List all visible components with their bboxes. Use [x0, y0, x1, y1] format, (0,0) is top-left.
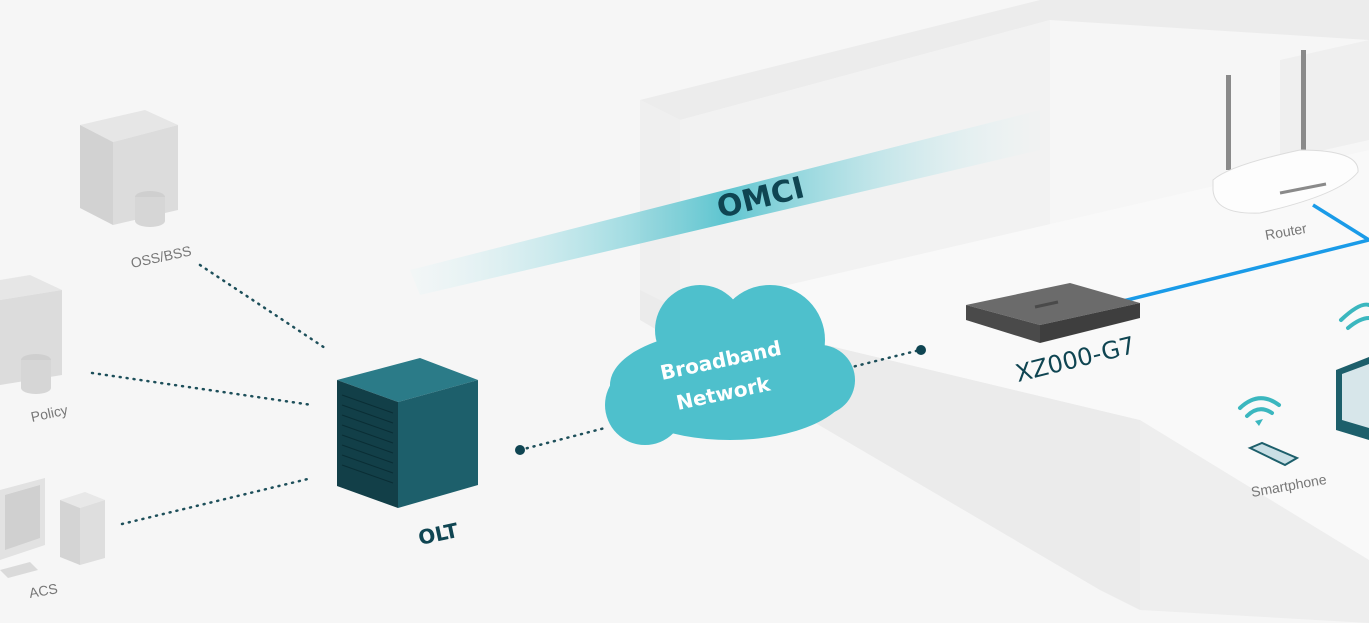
wifi-icon-dot — [1255, 419, 1263, 426]
link-acs-olt — [120, 476, 314, 526]
oss-bss-server-icon — [80, 110, 178, 227]
laptop-icon — [1336, 357, 1369, 440]
management-links — [90, 263, 922, 526]
acs-label: ACS — [28, 580, 59, 601]
olt-icon — [337, 358, 478, 508]
router-icon — [1212, 50, 1359, 214]
ont-device-icon — [966, 283, 1140, 343]
broadband-cloud-icon — [605, 285, 855, 445]
router-label: Router — [1264, 220, 1308, 243]
link-endpoint-dot — [515, 445, 525, 455]
smartphone-icon — [1247, 441, 1300, 467]
link-oss-olt — [198, 263, 327, 350]
link-endpoint-dot — [916, 345, 926, 355]
acs-computer-icon — [0, 478, 105, 578]
policy-server-icon — [0, 275, 62, 394]
laptop-wifi-icon — [1339, 302, 1369, 330]
link-olt-cloud — [518, 426, 607, 452]
link-policy-olt — [90, 371, 314, 407]
policy-label: Policy — [29, 402, 69, 425]
link-cloud-ont — [846, 348, 922, 370]
omci-beam — [410, 110, 1040, 295]
ethernet-links — [1114, 203, 1369, 305]
wifi-icon — [1238, 396, 1281, 418]
